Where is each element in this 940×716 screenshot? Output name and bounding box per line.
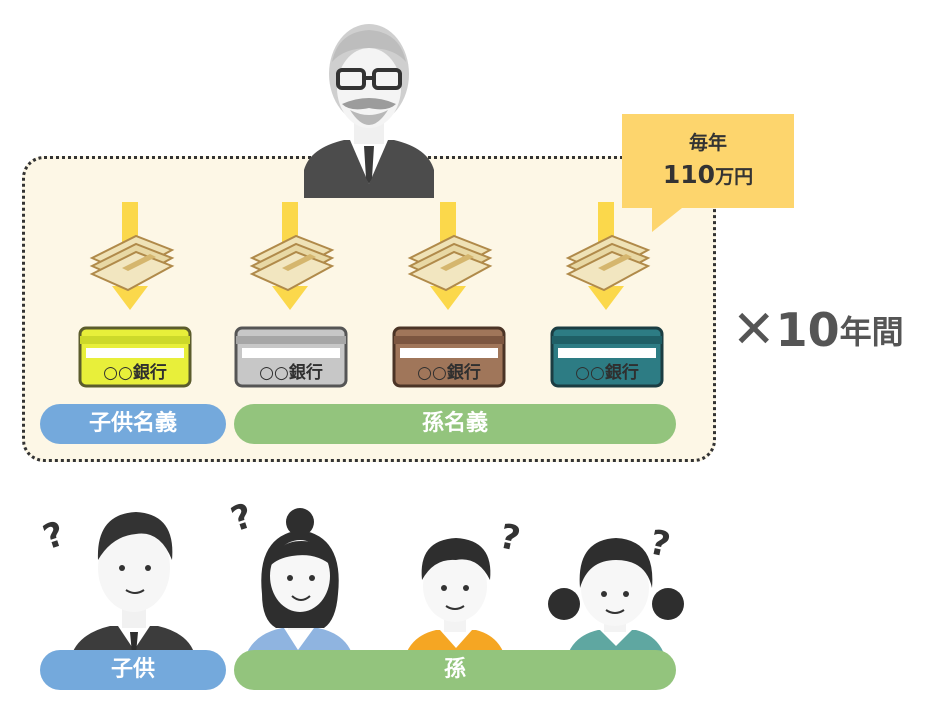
callout-amount: 110万円: [662, 160, 754, 189]
bank-card-grandchild-1: ○○銀行: [234, 326, 348, 388]
child-person-label: 子供: [40, 650, 226, 690]
ten-years-multiplier: ✕10年間: [732, 300, 904, 360]
child-person-icon: [70, 512, 196, 660]
bank-name: ○○銀行: [103, 363, 167, 383]
annual-amount-callout: [622, 114, 794, 208]
grandchild-person-icon-1: [244, 508, 354, 660]
grandchild-account-label: 孫名義: [234, 404, 676, 444]
bank-card-grandchild-2: ○○銀行: [392, 326, 506, 388]
bank-name: ○○銀行: [417, 363, 481, 383]
grandchild-person-label: 孫: [234, 650, 676, 690]
bank-card-icon: [78, 326, 192, 388]
grandchild-person-icon-2: [404, 538, 506, 660]
callout-tail: [652, 200, 692, 232]
bank-card-grandchild-3: ○○銀行: [550, 326, 664, 388]
child-account-label: 子供名義: [40, 404, 226, 444]
bank-name: ○○銀行: [259, 363, 323, 383]
bank-card-icon: [234, 326, 348, 388]
bank-card-child: ○○銀行: [78, 326, 192, 388]
bank-card-icon: [550, 326, 664, 388]
grandfather-icon: [304, 24, 434, 198]
callout-every-year: 毎年: [688, 132, 727, 154]
bank-name: ○○銀行: [575, 363, 639, 383]
bank-card-icon: [392, 326, 506, 388]
